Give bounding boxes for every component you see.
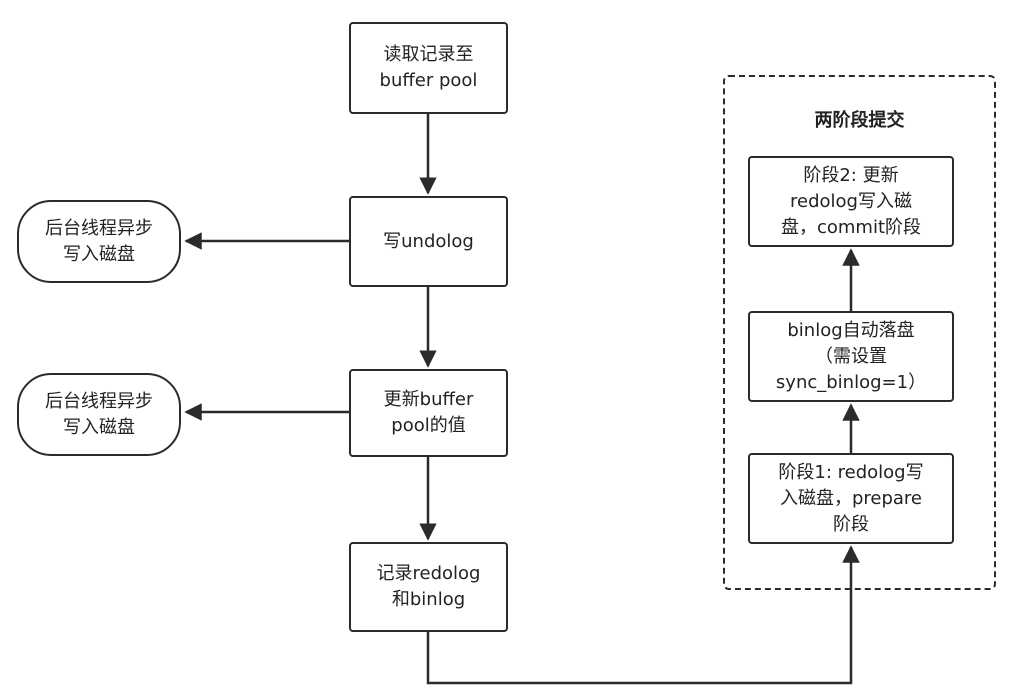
node-stage2-commit: 阶段2: 更新 redolog写入磁 盘，commit阶段 [748, 156, 954, 247]
group-title: 两阶段提交 [814, 110, 905, 131]
node-record-redolog-binlog-label: 记录redolog 和binlog [376, 563, 481, 610]
node-update-buffer-pool-label: 更新buffer pool的值 [383, 389, 474, 436]
node-update-buffer-pool: 更新buffer pool的值 [349, 369, 508, 457]
node-async-disk-write-2-label: 后台线程异步 写入磁盘 [45, 390, 153, 438]
node-stage2-commit-label: 阶段2: 更新 redolog写入磁 盘，commit阶段 [780, 164, 922, 238]
node-binlog-auto-flush: binlog自动落盘 （需设置 sync_binlog=1） [748, 311, 954, 402]
node-read-buffer-pool-label: 读取记录至 buffer pool [379, 44, 478, 91]
node-async-disk-write-2: 后台线程异步 写入磁盘 [17, 373, 181, 456]
node-stage1-prepare: 阶段1: redolog写 入磁盘，prepare 阶段 [748, 453, 954, 544]
node-record-redolog-binlog: 记录redolog 和binlog [349, 542, 508, 632]
node-read-buffer-pool: 读取记录至 buffer pool [349, 22, 508, 114]
node-write-undolog: 写undolog [349, 196, 508, 287]
node-async-disk-write-1-label: 后台线程异步 写入磁盘 [45, 217, 153, 265]
node-write-undolog-label: 写undolog [383, 230, 474, 252]
two-phase-commit-group [723, 75, 996, 590]
edge-record-to-stage1 [426, 545, 860, 685]
node-stage1-prepare-label: 阶段1: redolog写 入磁盘，prepare 阶段 [778, 461, 924, 535]
node-binlog-auto-flush-label: binlog自动落盘 （需设置 sync_binlog=1） [775, 319, 927, 393]
node-async-disk-write-1: 后台线程异步 写入磁盘 [17, 200, 181, 283]
